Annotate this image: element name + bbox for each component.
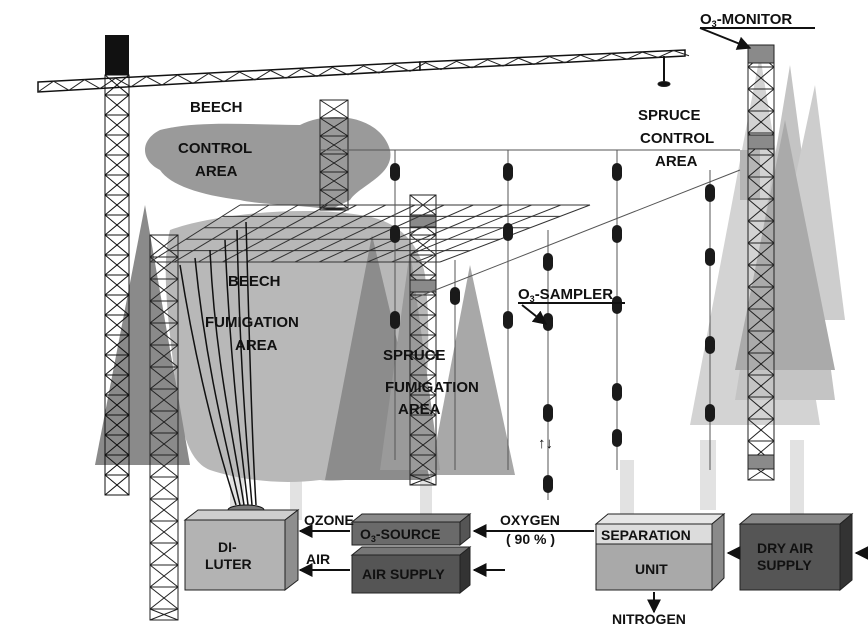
unit-label: UNIT — [635, 561, 668, 577]
o3-sampler-capsule — [390, 311, 400, 329]
o3-sampler-capsule — [543, 253, 553, 271]
o3-sampler-capsule — [612, 383, 622, 401]
o3-sampler-capsule — [612, 296, 622, 314]
dry-air-supply-box: DRY AIR SUPPLY — [738, 512, 854, 592]
separation-unit-box: SEPARATION UNIT — [594, 512, 726, 592]
o3-sampler-capsule — [390, 163, 400, 181]
o3-sampler-capsule — [612, 163, 622, 181]
o3-sampler-capsule — [612, 429, 622, 447]
dry-air-label-1: DRY AIR — [757, 540, 813, 556]
air-supply-box: AIR SUPPLY — [350, 545, 472, 595]
o3-monitor-label: O3-MONITOR — [700, 11, 792, 29]
distribution-tubes — [179, 221, 257, 506]
beech-control-canopy — [145, 117, 391, 210]
callout-underlines — [518, 27, 815, 304]
beech-control-label-2: CONTROL — [178, 140, 252, 157]
beech-control-label-3: AREA — [195, 163, 238, 180]
beech-fumigation-label-2: FUMIGATION — [205, 314, 299, 331]
ozone-label: OZONE — [304, 512, 354, 528]
nitrogen-label: NITROGEN — [612, 611, 686, 627]
diluter-label-1: DI- — [218, 539, 237, 555]
o3-sampler-capsule — [543, 404, 553, 422]
beech-fumigation-label-1: BEECH — [228, 273, 281, 290]
o3-sampler-capsule — [503, 163, 513, 181]
updown-arrows: ↑↓ — [538, 435, 553, 452]
o3-sampler-capsule — [705, 184, 715, 202]
spruce-control-label-2: CONTROL — [640, 130, 714, 147]
scaffold-tower-left — [149, 234, 179, 621]
dry-air-label-2: SUPPLY — [757, 557, 812, 573]
o3-sampler-capsule — [450, 287, 460, 305]
spruce-control-label-1: SPRUCE — [638, 107, 701, 124]
spruce-control-trees — [690, 55, 845, 425]
spruce-control-label-3: AREA — [655, 153, 698, 170]
air-supply-label: AIR SUPPLY — [362, 566, 445, 582]
scaffold-tower-right — [747, 44, 775, 481]
o3-sampler-label: O3-SAMPLER — [518, 286, 613, 304]
flow-arrows — [298, 27, 868, 614]
spruce-fumigation-label-1: SPRUCE — [383, 347, 446, 364]
fumigation-grid — [149, 204, 591, 263]
o3-sampler-capsule — [705, 404, 715, 422]
left-spruce-tree — [95, 205, 190, 465]
o3-sampler-capsule — [503, 311, 513, 329]
separation-label: SEPARATION — [601, 527, 691, 543]
o3-sampler-capsule — [705, 248, 715, 266]
spruce-fumigation-label-2: FUMIGATION — [385, 379, 479, 396]
diluter-box: DI- LUTER — [183, 508, 300, 592]
o3-sampler-capsule — [612, 225, 622, 243]
oxygen-percent-label: ( 90 % ) — [506, 531, 555, 547]
o3-sampler-capsule — [705, 336, 715, 354]
spruce-fumigation-label-3: AREA — [398, 401, 441, 418]
o3-sampler-capsule — [503, 223, 513, 241]
o3-sampler-capsule — [543, 475, 553, 493]
o3-source-box: O3-SOURCE — [350, 512, 472, 547]
crane-jib — [37, 49, 690, 93]
o3-samplers — [390, 163, 715, 493]
air-label: AIR — [306, 551, 330, 567]
crane-tower — [104, 35, 130, 496]
o3-source-label: O3-SOURCE — [360, 526, 440, 544]
oxygen-label: OXYGEN — [500, 512, 560, 528]
diluter-label-2: LUTER — [205, 556, 252, 572]
beech-control-label-1: BEECH — [190, 99, 243, 116]
o3-sampler-capsule — [390, 225, 400, 243]
beech-fumigation-label-3: AREA — [235, 337, 278, 354]
